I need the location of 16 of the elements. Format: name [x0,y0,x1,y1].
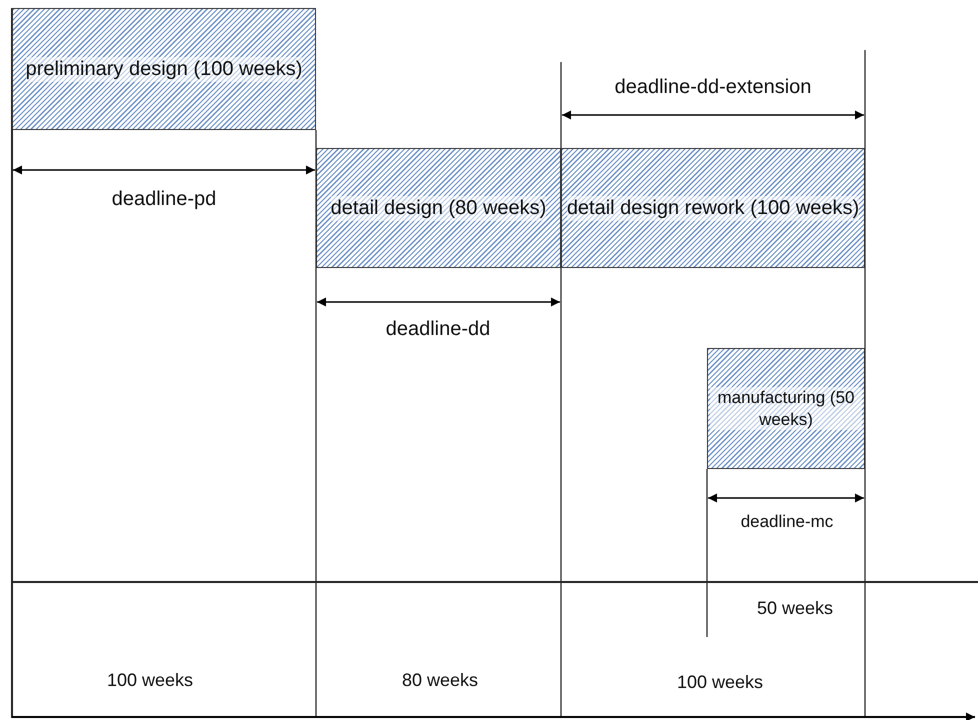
deadline-label: deadline-pd [112,188,216,211]
task-label: detail design rework (100 weeks) [566,196,860,220]
duration-label: 100 weeks [106,670,194,691]
task-bar [316,148,561,268]
task-label: preliminary design (100 weeks) [26,56,302,82]
task-label: detail design (80 weeks) [330,196,546,220]
task-bar [12,8,316,130]
duration-label: 100 weeks [676,672,764,693]
deadline-label: deadline-dd [386,318,490,341]
deadline-label: deadline-mc [740,512,834,532]
duration-label: 80 weeks [402,670,478,691]
task-label: manufacturing (50 weeks) [710,387,862,430]
deadline-label: deadline-dd-extension [614,76,812,99]
task-bar [707,348,865,469]
duration-label: 50 weeks [756,598,834,619]
task-bar [561,148,865,268]
